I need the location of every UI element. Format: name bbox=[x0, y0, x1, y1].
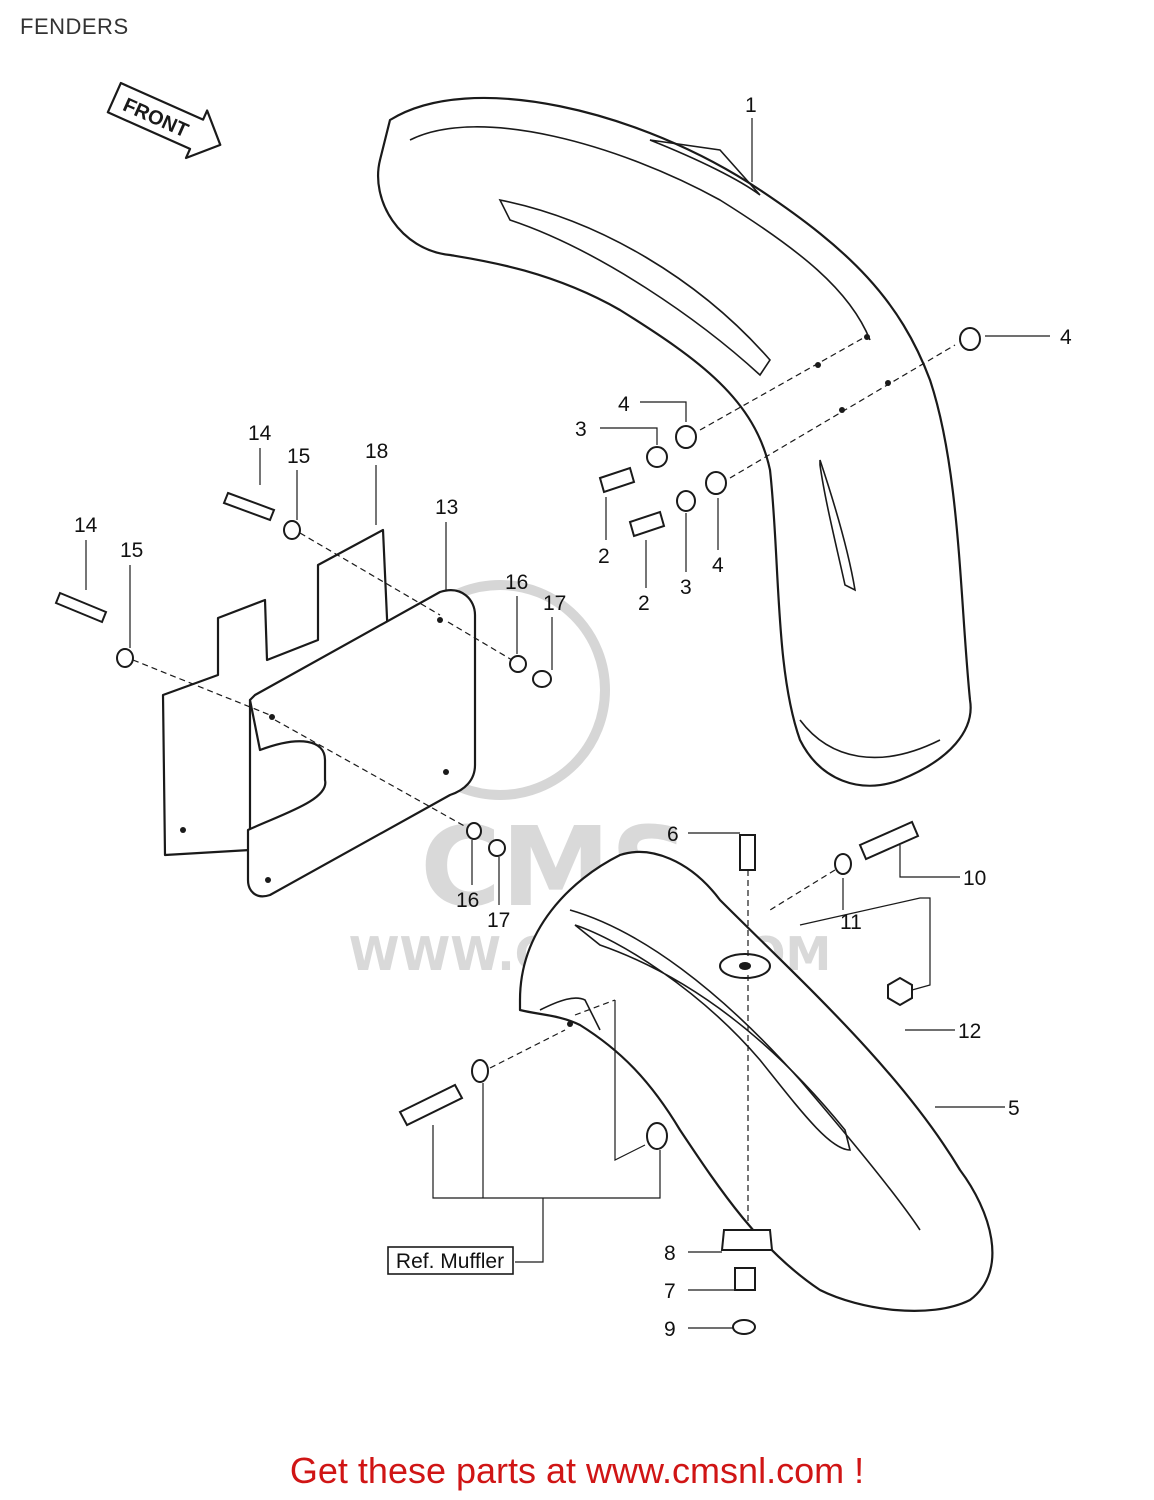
bolt-14-upper bbox=[222, 491, 276, 522]
callout-1: 1 bbox=[745, 94, 757, 117]
nut-12 bbox=[887, 976, 913, 1007]
muffler-bolt bbox=[398, 1083, 464, 1127]
grommet-4-b bbox=[705, 471, 727, 495]
callout-numbers: 1 2 2 3 3 4 4 4 5 6 7 8 9 10 11 12 13 14… bbox=[74, 94, 1072, 1341]
ref-muffler-box: Ref. Muffler bbox=[387, 1246, 514, 1275]
license-plate-bracket bbox=[161, 528, 477, 898]
callout-15-lower: 15 bbox=[120, 539, 143, 562]
callout-16-lower: 16 bbox=[456, 889, 479, 912]
callout-16-upper: 16 bbox=[505, 571, 528, 594]
washer-11 bbox=[834, 853, 852, 875]
rear-fender bbox=[518, 850, 994, 1313]
damper-8 bbox=[720, 1229, 774, 1251]
ref-muffler-label: Ref. Muffler bbox=[396, 1250, 504, 1273]
callout-3-lower: 3 bbox=[680, 576, 692, 599]
grommet-4-c bbox=[959, 327, 981, 351]
bolt-6 bbox=[739, 834, 756, 871]
nut-17-upper bbox=[532, 670, 552, 688]
callout-6: 6 bbox=[667, 823, 679, 846]
callout-2-upper: 2 bbox=[598, 545, 610, 568]
bolt-14-lower bbox=[54, 591, 108, 624]
callout-9: 9 bbox=[664, 1318, 676, 1341]
callout-10: 10 bbox=[963, 867, 986, 890]
callout-13: 13 bbox=[435, 496, 458, 519]
leader-lines bbox=[85, 118, 1050, 1329]
callout-2-lower: 2 bbox=[638, 592, 650, 615]
bolt-10 bbox=[858, 820, 920, 861]
collar-3-upper bbox=[646, 446, 668, 468]
callout-4-right: 4 bbox=[1060, 326, 1072, 349]
muffler-collar bbox=[646, 1122, 668, 1150]
hardware bbox=[54, 327, 981, 1335]
washer-15-lower bbox=[116, 648, 134, 668]
callout-12: 12 bbox=[958, 1020, 981, 1043]
callout-7: 7 bbox=[664, 1280, 676, 1303]
callout-15-upper: 15 bbox=[287, 445, 310, 468]
front-fender bbox=[377, 96, 972, 787]
footer-link[interactable]: Get these parts at www.cmsnl.com ! bbox=[289, 1450, 865, 1491]
callout-4-lower: 4 bbox=[712, 554, 724, 577]
front-arrow-icon: FRONT bbox=[106, 81, 222, 160]
page-title: FENDERS bbox=[20, 14, 129, 39]
callout-11: 11 bbox=[840, 911, 862, 934]
muffler-washer bbox=[471, 1059, 489, 1083]
callout-5: 5 bbox=[1008, 1097, 1020, 1120]
callout-14-upper: 14 bbox=[248, 422, 272, 445]
callout-18: 18 bbox=[365, 440, 388, 463]
callout-17-lower: 17 bbox=[487, 909, 510, 932]
callout-14-lower: 14 bbox=[74, 514, 98, 537]
nut-17-lower bbox=[488, 839, 506, 857]
washer-15-upper bbox=[283, 520, 301, 540]
bolt-2-upper bbox=[598, 466, 636, 494]
washer-16-upper bbox=[509, 655, 527, 673]
washer-16-lower bbox=[466, 822, 482, 840]
callout-8: 8 bbox=[664, 1242, 676, 1265]
grommet-4-a bbox=[675, 425, 697, 449]
callout-4-upper: 4 bbox=[618, 393, 630, 416]
parts-diagram: CMS WWW.CMSNL.COM FRONT bbox=[54, 81, 1072, 1341]
collar-3-lower bbox=[676, 490, 696, 512]
callout-3-upper: 3 bbox=[575, 418, 587, 441]
nut-9 bbox=[732, 1319, 756, 1335]
callout-17-upper: 17 bbox=[543, 592, 566, 615]
collar-7 bbox=[734, 1267, 756, 1291]
bolt-2-lower bbox=[628, 510, 666, 538]
